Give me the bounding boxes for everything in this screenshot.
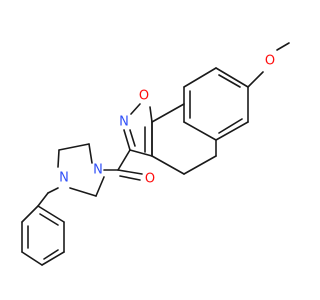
- bond-ph-inner3: [39, 213, 59, 226]
- bond-o-aryl: [247, 71, 264, 88]
- bond-pip-1: [88, 143, 93, 164]
- atom-n-piperazine-benzyl: N: [59, 171, 69, 186]
- bond-ring-c3b: [129, 129, 136, 147]
- bond-pip-6: [47, 187, 59, 194]
- bond-pip-2: [58, 143, 90, 151]
- bond-ph-inner2: [43, 249, 59, 260]
- atom-o-methoxy: O: [265, 54, 275, 69]
- bond-carbonyl-o1: [117, 169, 143, 175]
- bond-ring-a1: [215, 67, 249, 88]
- molecule-structure: O O N O N N: [21, 42, 290, 266]
- bond-ring-a4: [183, 121, 217, 141]
- bond-ph-3: [21, 251, 43, 266]
- bond-ph-6: [37, 205, 65, 223]
- bond-carbonyl-o2: [119, 175, 141, 181]
- bond-ring-b2: [183, 155, 217, 175]
- bond-ring-b3: [151, 155, 185, 175]
- bond-ring-b5: [151, 103, 185, 123]
- bond-ring-c1: [149, 106, 153, 123]
- bond-ring-a5: [215, 121, 249, 141]
- bond-ph-1: [21, 205, 39, 223]
- bond-pip-5: [95, 176, 105, 197]
- bond-benzyl-ch2: [37, 192, 49, 207]
- bond-ring-c3: [123, 129, 131, 151]
- atom-labels: O O N O N N: [59, 54, 275, 187]
- atom-o-carbonyl: O: [145, 172, 155, 187]
- bond-ring-a-inner1: [218, 74, 241, 88]
- bond-pip-4: [69, 187, 97, 197]
- bond-pip-3: [57, 149, 60, 168]
- bonds: [21, 42, 290, 266]
- bond-ring-c4: [129, 149, 153, 157]
- atom-n-piperazine-amide: N: [93, 163, 103, 178]
- bond-carbonyl-c: [117, 149, 131, 171]
- bond-methyl-o: [276, 42, 290, 51]
- atom-o-isoxazole: O: [139, 89, 149, 104]
- molecule-canvas: O O N O N N: [21, 42, 290, 266]
- bond-ring-a2: [183, 67, 217, 88]
- atom-n-isoxazole: N: [119, 115, 129, 130]
- bond-ph-4: [41, 251, 65, 266]
- bond-ring-a-inner3: [218, 118, 243, 134]
- bond-ring-c2: [130, 103, 141, 115]
